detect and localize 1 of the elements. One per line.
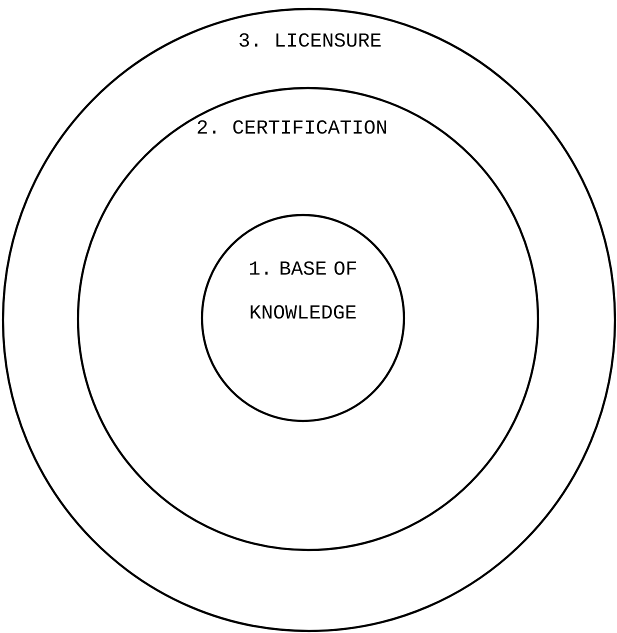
ring: 1. BASE OF KNOWLEDGE: [200, 214, 406, 422]
